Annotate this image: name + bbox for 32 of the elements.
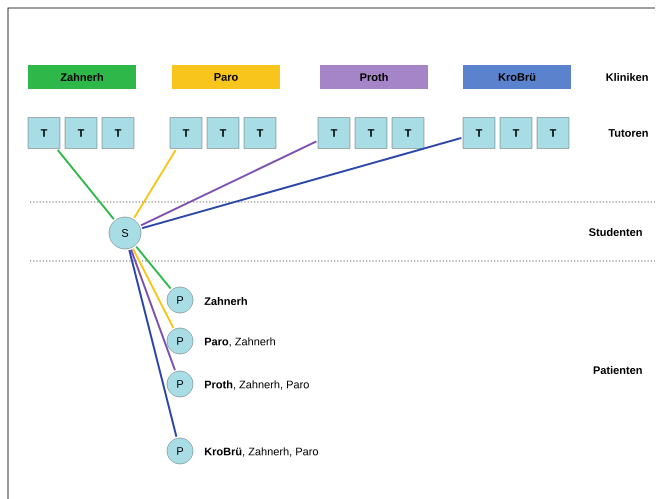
tutor-box: T bbox=[102, 117, 134, 149]
tutor-box: T bbox=[244, 117, 276, 149]
clinic-list: Zahnerh bbox=[204, 296, 247, 306]
connector-line bbox=[128, 250, 178, 437]
tutor-box: T bbox=[64, 117, 98, 149]
clinic-bar: KroBrü bbox=[463, 65, 571, 89]
connector-line bbox=[140, 140, 317, 226]
connector-line bbox=[142, 137, 462, 230]
tutor-box: T bbox=[354, 117, 388, 149]
clinic-list: KroBrü, Zahnerh, Paro bbox=[204, 447, 318, 457]
connector-line bbox=[135, 246, 172, 290]
clinic-bar: Proth bbox=[320, 65, 428, 89]
row-label: Patienten bbox=[594, 366, 642, 374]
connector-line bbox=[130, 249, 176, 371]
row-label: Studenten bbox=[589, 228, 642, 236]
clinic-bar: Zahnerh bbox=[28, 65, 136, 89]
tutor-box: T bbox=[318, 117, 350, 149]
connector-line bbox=[56, 149, 115, 220]
connector-line bbox=[133, 149, 176, 218]
clinic-bar: Paro bbox=[172, 65, 280, 89]
tutor-box: T bbox=[536, 117, 570, 149]
connector-line bbox=[132, 248, 174, 328]
tutor-box: T bbox=[206, 117, 240, 149]
clinic-list: Paro, Zahnerh bbox=[204, 337, 275, 347]
clinic-list: Proth, Zahnerh, Paro bbox=[204, 380, 309, 390]
row-label: Tutoren bbox=[608, 129, 648, 137]
tutor-box: T bbox=[392, 117, 424, 149]
tutor-box: T bbox=[170, 117, 202, 149]
tutor-box: T bbox=[28, 117, 60, 149]
tutor-box: T bbox=[500, 117, 532, 149]
row-label: Kliniken bbox=[606, 72, 648, 82]
tutor-box: T bbox=[462, 117, 496, 149]
